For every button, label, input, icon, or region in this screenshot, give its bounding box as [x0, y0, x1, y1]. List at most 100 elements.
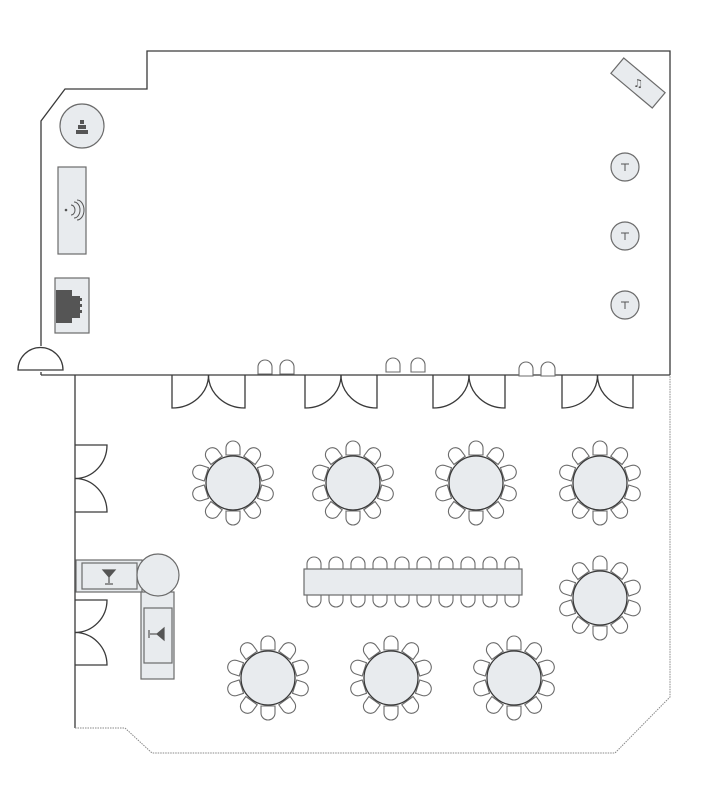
chair[interactable]	[468, 440, 484, 456]
chair[interactable]	[306, 556, 322, 572]
chair[interactable]	[472, 679, 491, 698]
piano[interactable]	[54, 277, 90, 334]
chair[interactable]	[383, 705, 399, 721]
chair[interactable]	[257, 359, 273, 375]
chair[interactable]	[506, 705, 522, 721]
chair[interactable]	[278, 640, 299, 661]
chair[interactable]	[372, 556, 388, 572]
chair[interactable]	[260, 705, 276, 721]
chair[interactable]	[203, 445, 223, 466]
chair[interactable]	[610, 500, 631, 522]
chair[interactable]	[291, 658, 310, 677]
chair[interactable]	[383, 635, 399, 651]
round-table[interactable]	[472, 635, 556, 721]
round-table[interactable]	[558, 440, 642, 526]
chair[interactable]	[361, 640, 381, 661]
chair[interactable]	[484, 695, 504, 717]
chair[interactable]	[291, 679, 310, 698]
chair[interactable]	[482, 556, 498, 572]
round-table[interactable]	[311, 440, 395, 526]
chair[interactable]	[558, 578, 577, 597]
chair[interactable]	[537, 658, 556, 677]
chair[interactable]	[361, 695, 381, 717]
chair[interactable]	[416, 592, 432, 608]
cocktail-table[interactable]	[610, 290, 640, 320]
chair[interactable]	[610, 445, 631, 466]
chair[interactable]	[363, 500, 384, 522]
chair[interactable]	[226, 679, 245, 698]
chair[interactable]	[323, 500, 343, 522]
chair[interactable]	[350, 592, 366, 608]
chair[interactable]	[540, 361, 556, 377]
chair[interactable]	[610, 615, 631, 637]
chair[interactable]	[350, 556, 366, 572]
round-table[interactable]	[226, 635, 310, 721]
chair[interactable]	[306, 592, 322, 608]
chair[interactable]	[592, 510, 608, 526]
round-table[interactable]	[434, 440, 518, 526]
chair[interactable]	[446, 500, 466, 522]
chair[interactable]	[243, 500, 264, 522]
chair[interactable]	[311, 463, 330, 482]
chair[interactable]	[363, 445, 384, 466]
chair[interactable]	[328, 556, 344, 572]
chair[interactable]	[328, 592, 344, 608]
chair[interactable]	[323, 445, 343, 466]
chair[interactable]	[524, 695, 545, 717]
chair[interactable]	[434, 463, 453, 482]
chair[interactable]	[623, 578, 642, 597]
chair[interactable]	[349, 658, 368, 677]
cake-table[interactable]	[59, 103, 105, 149]
chair[interactable]	[311, 484, 330, 503]
bar-horizontal[interactable]	[75, 559, 143, 593]
chair[interactable]	[256, 463, 275, 482]
chair[interactable]	[570, 500, 590, 522]
chair[interactable]	[518, 361, 534, 377]
chair[interactable]	[438, 556, 454, 572]
chair[interactable]	[623, 463, 642, 482]
chair[interactable]	[401, 695, 422, 717]
chair[interactable]	[558, 463, 577, 482]
chair[interactable]	[260, 635, 276, 651]
chair[interactable]	[191, 484, 210, 503]
chair[interactable]	[504, 592, 520, 608]
chair[interactable]	[438, 592, 454, 608]
chair[interactable]	[414, 679, 433, 698]
chair[interactable]	[486, 445, 507, 466]
chair[interactable]	[410, 357, 426, 373]
chair[interactable]	[506, 635, 522, 651]
chair[interactable]	[345, 440, 361, 456]
chair[interactable]	[191, 463, 210, 482]
chair[interactable]	[414, 658, 433, 677]
chair[interactable]	[570, 560, 590, 581]
chair[interactable]	[401, 640, 422, 661]
round-table[interactable]	[558, 555, 642, 641]
chair[interactable]	[256, 484, 275, 503]
chair[interactable]	[416, 556, 432, 572]
chair[interactable]	[623, 599, 642, 618]
chair[interactable]	[468, 510, 484, 526]
chair[interactable]	[434, 484, 453, 503]
round-table[interactable]	[349, 635, 433, 721]
chair[interactable]	[385, 357, 401, 373]
chair[interactable]	[472, 658, 491, 677]
chair[interactable]	[238, 640, 258, 661]
chair[interactable]	[376, 463, 395, 482]
chair[interactable]	[243, 445, 264, 466]
cocktail-table[interactable]	[610, 221, 640, 251]
double-door[interactable]	[74, 444, 108, 513]
chair[interactable]	[345, 510, 361, 526]
double-door[interactable]	[432, 374, 506, 409]
chair[interactable]	[499, 484, 518, 503]
chair[interactable]	[499, 463, 518, 482]
double-door[interactable]	[561, 374, 634, 409]
double-door[interactable]	[74, 599, 108, 666]
chair[interactable]	[504, 556, 520, 572]
round-table[interactable]	[191, 440, 275, 526]
chair[interactable]	[592, 625, 608, 641]
chair[interactable]	[537, 679, 556, 698]
chair[interactable]	[394, 592, 410, 608]
banquet-table[interactable]	[303, 556, 523, 608]
chair[interactable]	[349, 679, 368, 698]
double-door[interactable]	[171, 374, 246, 409]
